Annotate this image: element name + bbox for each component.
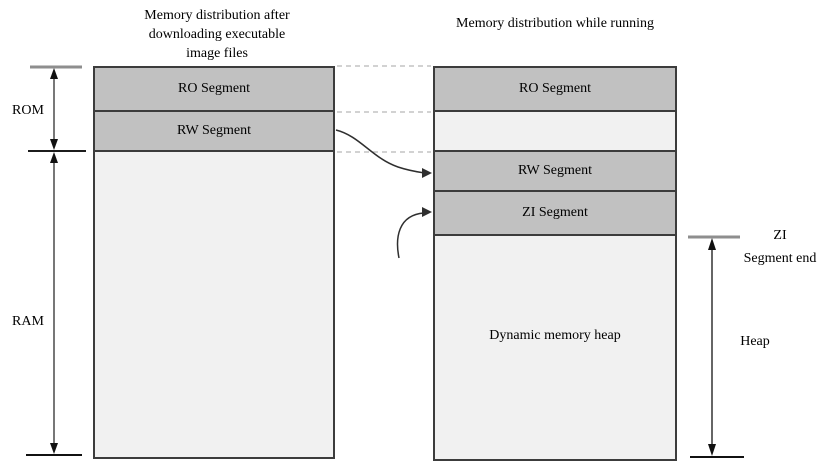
- right-heap-area: Dynamic memory heap: [435, 236, 675, 459]
- left-ro-segment: RO Segment: [95, 68, 333, 112]
- left-empty-ram-area: [95, 152, 333, 457]
- right-zi-segment-label: ZI Segment: [522, 205, 588, 220]
- right-column-title: Memory distribution while running: [456, 16, 654, 31]
- left-column-title: Memory distribution after downloading ex…: [144, 8, 290, 61]
- alignment-dashed-lines: [337, 65, 431, 153]
- right-ro-segment: RO Segment: [435, 68, 675, 112]
- ram-label: RAM: [12, 314, 44, 329]
- left-ro-segment-label: RO Segment: [178, 81, 250, 96]
- left-memory-box: RO Segment RW Segment: [93, 66, 335, 459]
- left-rw-segment-label: RW Segment: [176, 123, 252, 138]
- right-memory-box: RO Segment RW Segment ZI Segment Dynamic…: [433, 66, 677, 461]
- heap-label: Heap: [740, 334, 770, 349]
- ram-extent-arrow: [50, 152, 58, 454]
- right-reserved-gap: [435, 112, 675, 152]
- zi-segment-end-label: ZI Segment end: [728, 224, 829, 270]
- left-rw-segment: RW Segment: [95, 112, 333, 152]
- right-zi-segment: ZI Segment: [435, 192, 675, 236]
- right-rw-segment-label: RW Segment: [517, 163, 593, 178]
- rw-copy-curved-arrow: [335, 129, 432, 178]
- rom-label: ROM: [12, 103, 44, 118]
- right-ro-segment-label: RO Segment: [519, 81, 591, 96]
- rom-extent-arrow: [50, 68, 58, 150]
- zi-init-curved-arrow: [396, 207, 432, 259]
- zi-segment-end-line2: Segment end: [743, 251, 817, 266]
- dynamic-heap-label: Dynamic memory heap: [489, 328, 621, 343]
- heap-extent-arrow: [708, 238, 716, 456]
- zi-segment-end-line1: ZI: [773, 228, 787, 243]
- right-rw-segment: RW Segment: [435, 152, 675, 192]
